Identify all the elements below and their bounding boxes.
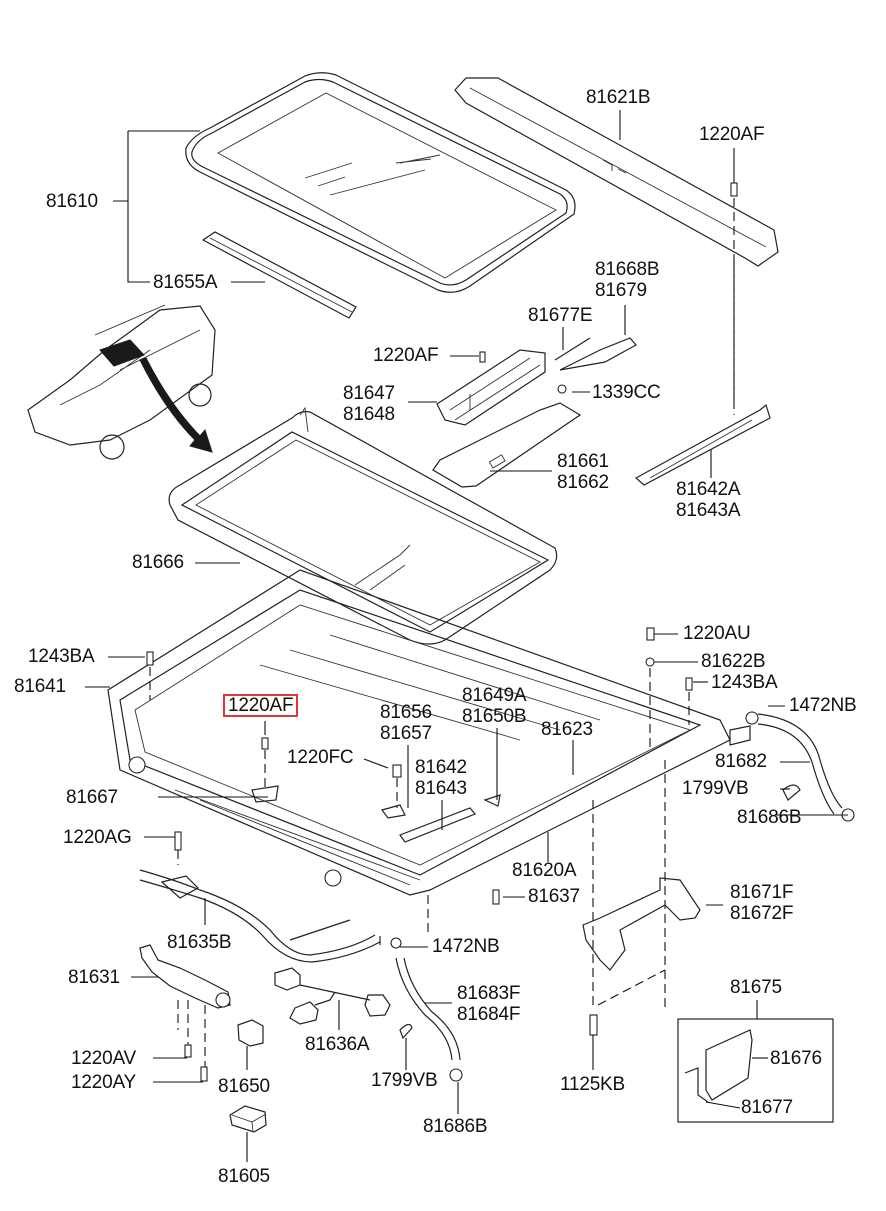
part-label-1799VB-bottom[interactable]: 1799VB xyxy=(371,1070,438,1091)
wiring-harness-drawing xyxy=(274,967,391,1025)
part-label-81677E[interactable]: 81677E xyxy=(528,305,593,326)
part-label-81650B[interactable]: 81650B xyxy=(462,706,527,727)
part-label-81643[interactable]: 81643 xyxy=(415,778,467,799)
front-rail-drawing xyxy=(454,77,779,267)
part-label-1220FC[interactable]: 1220FC xyxy=(287,747,354,768)
part-label-1220AU[interactable]: 1220AU xyxy=(683,623,751,644)
part-label-81672F[interactable]: 81672F xyxy=(730,903,794,924)
part-label-1125KB[interactable]: 1125KB xyxy=(560,1074,626,1095)
bracket-assembly-drawing xyxy=(436,337,637,426)
fasteners-drawing xyxy=(146,627,693,1010)
part-label-81677[interactable]: 81677 xyxy=(741,1097,793,1118)
part-label-1472NB-right[interactable]: 1472NB xyxy=(789,695,857,716)
sunroof-motor-drawing xyxy=(139,944,231,1082)
part-label-1220AF-top[interactable]: 1220AF xyxy=(699,124,765,145)
part-label-81667[interactable]: 81667 xyxy=(66,787,118,808)
part-label-81605[interactable]: 81605 xyxy=(218,1166,270,1187)
part-label-1220AF-highlighted[interactable]: 1220AF xyxy=(223,694,299,717)
part-label-81675[interactable]: 81675 xyxy=(730,977,782,998)
sunroof-frame-drawing xyxy=(168,406,558,645)
part-label-81666[interactable]: 81666 xyxy=(132,552,184,573)
part-label-81610[interactable]: 81610 xyxy=(46,191,98,212)
seal-strip-drawing xyxy=(201,231,357,319)
part-label-81620A[interactable]: 81620A xyxy=(512,860,577,881)
part-label-81642[interactable]: 81642 xyxy=(415,757,467,778)
side-rail-drawing xyxy=(634,260,771,486)
part-label-1220AY[interactable]: 1220AY xyxy=(71,1072,137,1093)
part-label-81635B[interactable]: 81635B xyxy=(167,932,232,953)
mounting-bracket-drawing xyxy=(582,877,701,1006)
part-label-81686B-right[interactable]: 81686B xyxy=(737,807,802,828)
part-label-81684F[interactable]: 81684F xyxy=(457,1004,521,1025)
part-label-81648[interactable]: 81648 xyxy=(343,404,395,425)
drain-hose-bottom-drawing xyxy=(390,937,463,1082)
part-label-81636A[interactable]: 81636A xyxy=(305,1034,370,1055)
part-label-1472NB-bottom[interactable]: 1472NB xyxy=(432,936,500,957)
main-frame-drawing xyxy=(107,569,751,896)
part-label-81662[interactable]: 81662 xyxy=(557,472,609,493)
part-label-1243BA-left[interactable]: 1243BA xyxy=(28,646,95,667)
part-label-81682[interactable]: 81682 xyxy=(715,751,767,772)
part-label-1220AF-mid[interactable]: 1220AF xyxy=(373,345,439,366)
part-label-1220AG[interactable]: 1220AG xyxy=(63,827,132,848)
control-module-drawing xyxy=(229,1105,267,1133)
part-label-81683F[interactable]: 81683F xyxy=(457,983,521,1004)
part-label-81686B-bottom[interactable]: 81686B xyxy=(423,1116,488,1137)
part-label-1220AV[interactable]: 1220AV xyxy=(71,1048,137,1069)
connector-drawing xyxy=(237,1019,264,1047)
leader-lines xyxy=(85,110,848,1162)
drive-cable-drawing xyxy=(139,869,429,963)
part-label-81647[interactable]: 81647 xyxy=(343,383,395,404)
bolt-drawing xyxy=(589,1014,598,1036)
part-label-81671F[interactable]: 81671F xyxy=(730,882,794,903)
part-label-81623[interactable]: 81623 xyxy=(541,719,593,740)
part-label-81622B[interactable]: 81622B xyxy=(701,651,766,672)
part-label-81641[interactable]: 81641 xyxy=(14,676,66,697)
part-label-81676[interactable]: 81676 xyxy=(770,1048,822,1069)
sunshade-kit-inset xyxy=(677,1018,834,1123)
part-label-81631[interactable]: 81631 xyxy=(68,967,120,988)
part-label-81668B[interactable]: 81668B xyxy=(595,259,660,280)
part-label-81657[interactable]: 81657 xyxy=(380,723,432,744)
part-label-81642A[interactable]: 81642A xyxy=(676,479,741,500)
part-label-81643A[interactable]: 81643A xyxy=(676,500,741,521)
part-label-1799VB-right[interactable]: 1799VB xyxy=(682,778,749,799)
glass-panel-drawing xyxy=(185,72,576,293)
part-label-81679[interactable]: 81679 xyxy=(595,280,647,301)
part-label-81661[interactable]: 81661 xyxy=(557,451,609,472)
part-label-81637[interactable]: 81637 xyxy=(528,886,580,907)
part-label-81655A[interactable]: 81655A xyxy=(153,272,218,293)
guide-plate-drawing xyxy=(432,402,582,488)
part-label-81621B[interactable]: 81621B xyxy=(586,87,651,108)
part-label-81656[interactable]: 81656 xyxy=(380,702,432,723)
part-label-81649A[interactable]: 81649A xyxy=(462,685,527,706)
part-label-81650[interactable]: 81650 xyxy=(218,1076,270,1097)
part-label-1339CC[interactable]: 1339CC xyxy=(592,382,661,403)
part-label-1243BA-right[interactable]: 1243BA xyxy=(711,672,778,693)
vehicle-thumbnail-drawing xyxy=(27,304,216,460)
